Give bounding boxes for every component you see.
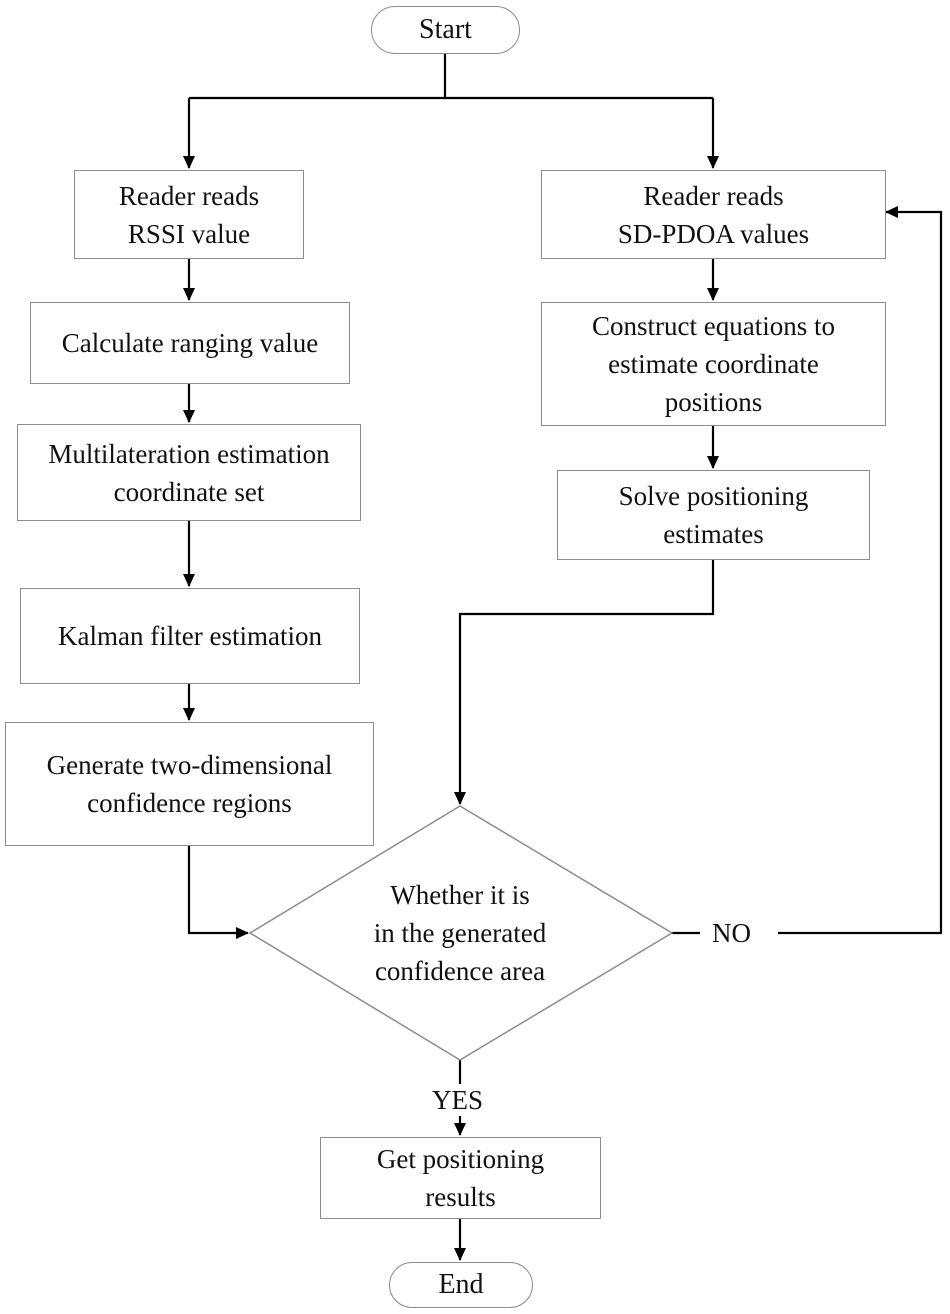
yes-label: YES — [424, 1084, 492, 1116]
result-box: Get positioning results — [320, 1137, 601, 1219]
start-terminal: Start — [371, 6, 520, 54]
confidence-box: Generate two-dimensional confidence regi… — [5, 722, 374, 846]
equations-box: Construct equations to estimate coordina… — [541, 302, 886, 426]
multilateration-box: Multilateration estimation coordinate se… — [17, 424, 361, 521]
decision-text: Whether it is in the generated confidenc… — [373, 880, 547, 986]
no-label: NO — [704, 917, 759, 949]
arrow-no-loop — [778, 206, 943, 935]
decision-diamond — [248, 805, 674, 1061]
read-pdoa-box: Reader reads SD-PDOA values — [541, 170, 886, 259]
arrow-solve-to-decision — [454, 560, 715, 805]
solve-box: Solve positioning estimates — [557, 470, 870, 560]
arrow-confidence-to-decision — [187, 846, 249, 939]
ranging-box: Calculate ranging value — [30, 302, 350, 384]
read-rssi-box: Reader reads RSSI value — [74, 170, 304, 259]
end-terminal: End — [389, 1262, 533, 1308]
kalman-box: Kalman filter estimation — [20, 588, 360, 684]
